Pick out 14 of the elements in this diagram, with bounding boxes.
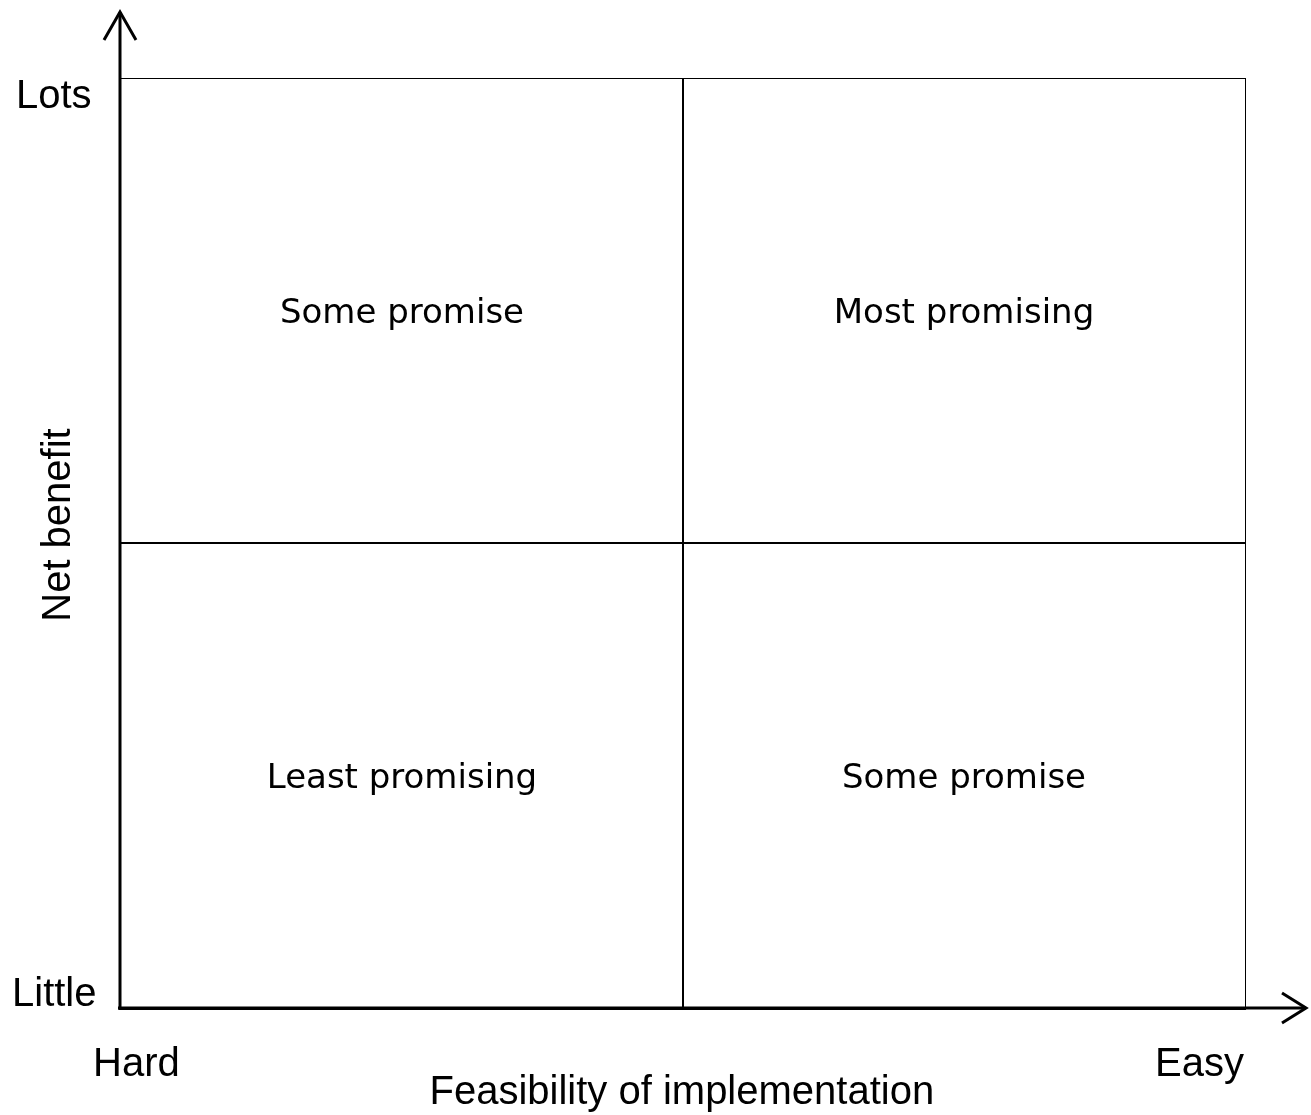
quadrant-cell xyxy=(682,78,1246,544)
axis-title: Feasibility of implementation xyxy=(429,1070,935,1110)
axis-tick-label: Lots xyxy=(16,74,92,114)
quadrant-cell xyxy=(120,78,684,544)
quadrant-label: Most promising xyxy=(833,291,1095,331)
axis-tick-label: Easy xyxy=(1155,1042,1244,1082)
quadrant-label: Least promising xyxy=(266,756,538,796)
axis-title: Net benefit xyxy=(35,428,76,622)
axis-tick-label: Hard xyxy=(93,1042,180,1082)
axis-tick-label: Little xyxy=(12,972,97,1012)
quadrant-cell xyxy=(682,542,1246,1010)
quadrant-label: Some promise xyxy=(841,756,1086,796)
quadrant-label: Some promise xyxy=(279,291,524,331)
quadrant-cell xyxy=(120,542,684,1010)
